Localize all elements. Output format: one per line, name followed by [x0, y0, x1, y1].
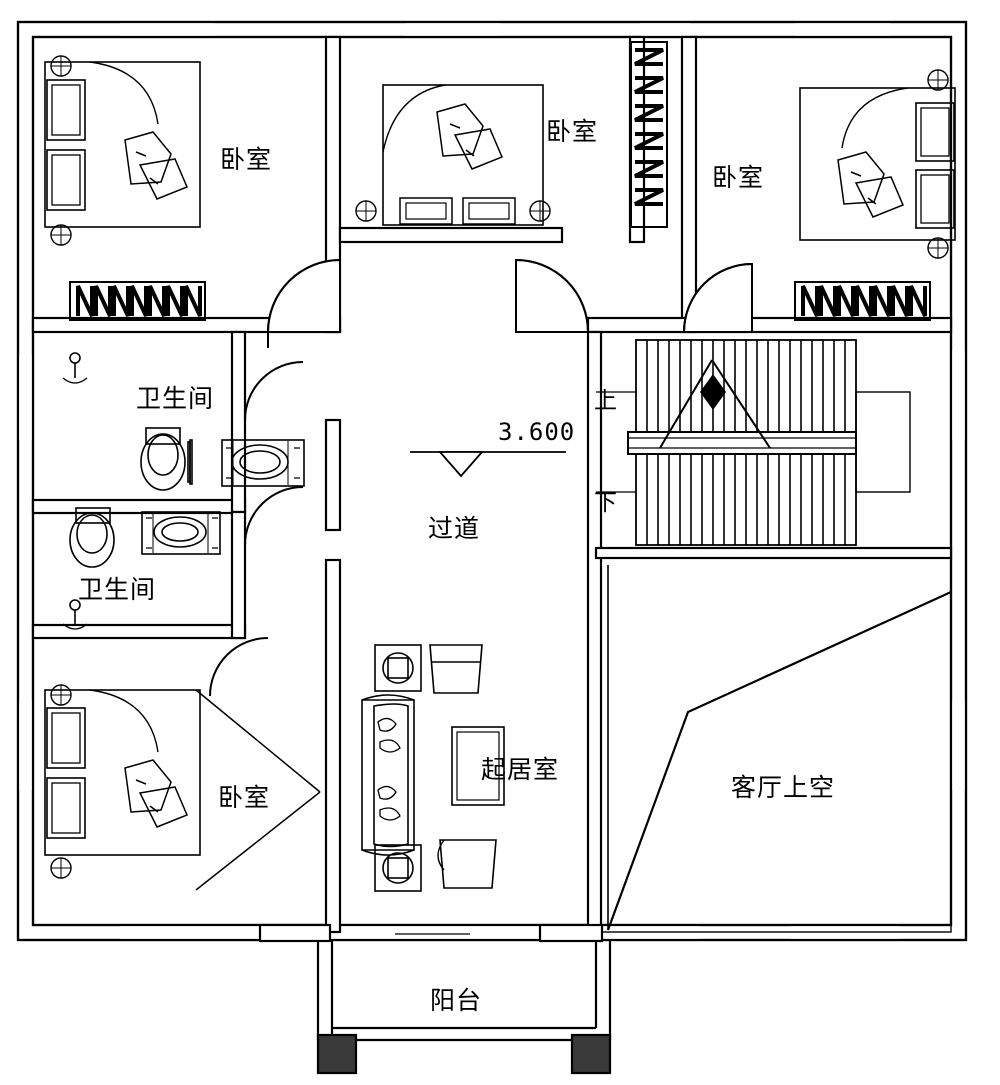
room-label-sitting-room: 起居室	[481, 755, 560, 784]
elevation-symbol	[410, 451, 566, 478]
room-label-bedroom-top-middle: 卧室	[546, 117, 599, 146]
wardrobe-hatch-top-left	[69, 281, 206, 321]
stair-direction-up-label: 上	[594, 388, 617, 414]
wardrobe-hatch-vertical	[630, 41, 668, 228]
door-swings	[209, 258, 753, 697]
room-label-bedroom-top-left: 卧室	[220, 145, 273, 174]
room-label-bathroom-upper: 卫生间	[136, 384, 215, 413]
interior-walls-right	[586, 330, 953, 934]
wall-stubs-bottom	[258, 923, 604, 943]
stair-direction-down-label: 下	[594, 490, 617, 516]
elevation-value-label: 3.600	[498, 418, 576, 446]
furniture-bedroom-top-right	[799, 69, 956, 259]
room-label-hallway: 过道	[428, 514, 481, 543]
furniture-sitting-room	[361, 644, 505, 892]
wardrobe-hatch-top-right	[794, 281, 931, 321]
room-label-bedroom-top-right: 卧室	[712, 163, 765, 192]
balcony	[316, 933, 612, 1075]
interior-walls-left	[31, 330, 342, 934]
furniture-bedroom-top-left	[44, 55, 201, 246]
living-room-void-outline	[600, 557, 952, 933]
room-label-bedroom-bottom-left: 卧室	[218, 783, 271, 812]
bathroom-fixtures-upper	[62, 352, 305, 491]
furniture-bedroom-top-middle	[355, 84, 551, 226]
room-label-balcony: 阳台	[430, 986, 483, 1015]
exterior-wall-relines	[16, 20, 968, 942]
bathroom-fixtures-lower	[62, 507, 221, 630]
room-label-living-room-void: 客厅上空	[731, 773, 836, 802]
room-label-bathroom-lower: 卫生间	[78, 575, 157, 604]
staircase	[596, 339, 911, 546]
furniture-bedroom-bottom-left	[44, 684, 321, 891]
